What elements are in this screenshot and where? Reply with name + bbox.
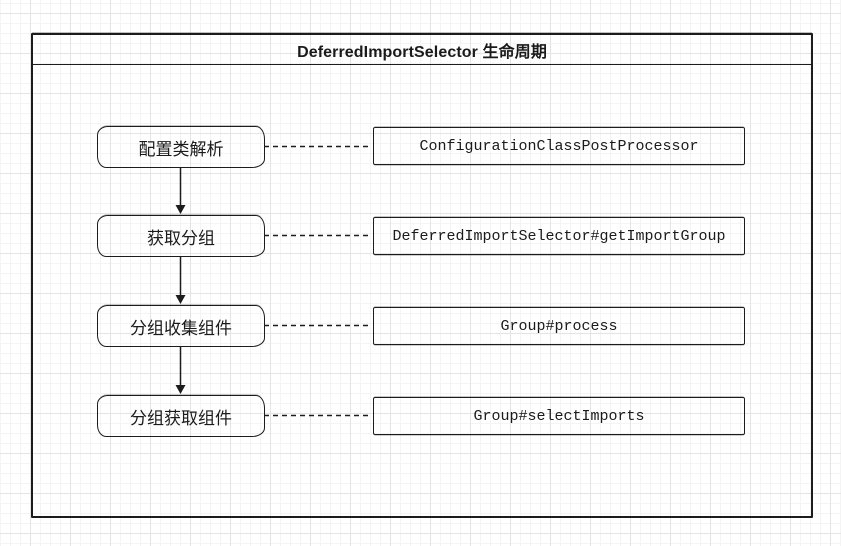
step-node-group-select: 分组获取组件 — [97, 395, 265, 437]
handler-label: ConfigurationClassPostProcessor — [419, 137, 699, 155]
handler-node-group-process: Group#process — [373, 307, 745, 345]
step-node-group-collect: 分组收集组件 — [97, 305, 265, 347]
step-node-get-group: 获取分组 — [97, 215, 265, 257]
handler-label: Group#selectImports — [473, 407, 645, 425]
handler-node-configuration-class-post-processor: ConfigurationClassPostProcessor — [373, 127, 745, 165]
step-node-config-parse: 配置类解析 — [97, 126, 265, 168]
handler-node-group-select-imports: Group#selectImports — [373, 397, 745, 435]
step-label: 分组获取组件 — [130, 408, 232, 428]
lifecycle-frame: DeferredImportSelector 生命周期 — [31, 33, 813, 518]
handler-node-get-import-group: DeferredImportSelector#getImportGroup — [373, 217, 745, 255]
step-label: 获取分组 — [147, 228, 215, 248]
handler-label: Group#process — [500, 317, 618, 335]
frame-title-bar: DeferredImportSelector 生命周期 — [33, 35, 811, 65]
step-label: 分组收集组件 — [130, 318, 232, 338]
handler-label: DeferredImportSelector#getImportGroup — [392, 227, 726, 245]
step-label: 配置类解析 — [138, 139, 224, 159]
diagram-title: DeferredImportSelector 生命周期 — [297, 43, 547, 61]
